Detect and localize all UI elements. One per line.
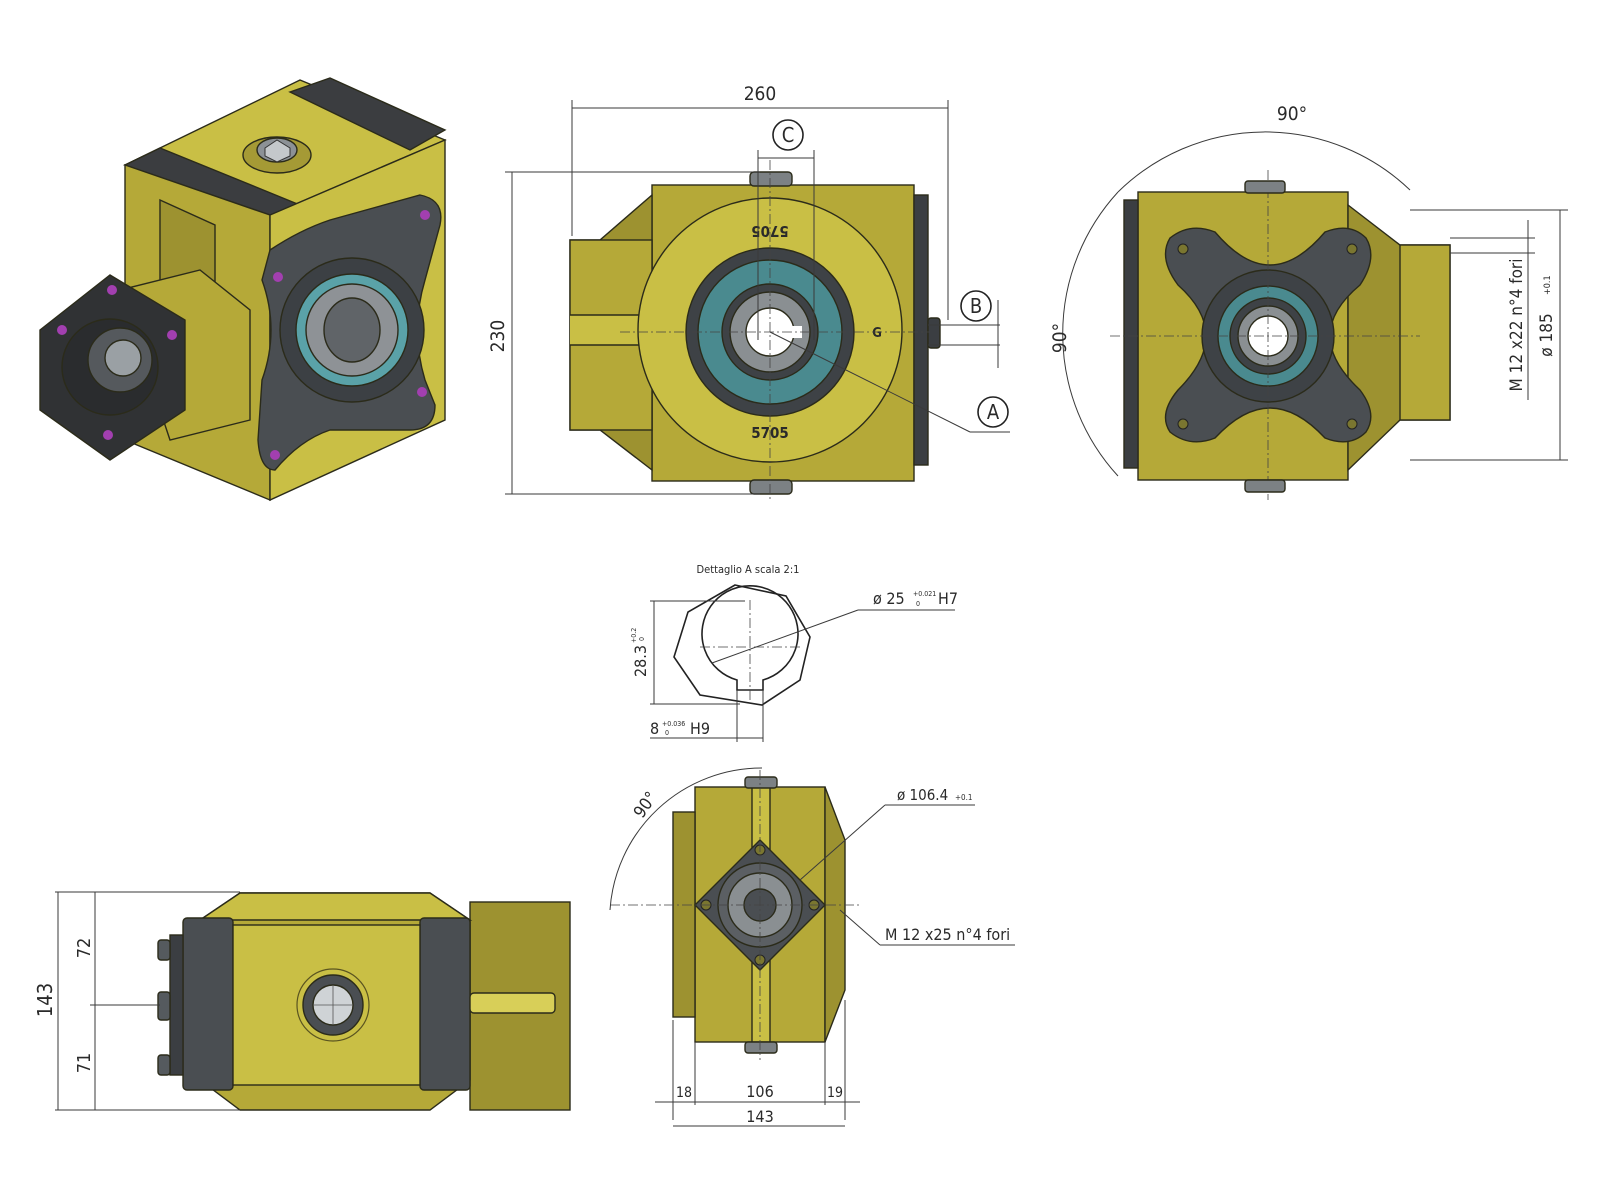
svg-text:+0.036: +0.036 <box>662 720 685 728</box>
svg-text:+0.021: +0.021 <box>913 590 936 598</box>
dim-height: 230 <box>487 320 509 353</box>
dim-upper: 72 <box>74 938 95 959</box>
dim-width: 260 <box>744 83 777 105</box>
callout-b: B <box>970 294 982 318</box>
bore-dim: ø 25 +0.021 0 H7 <box>873 589 958 608</box>
detail-a: Dettaglio A scala 2:1 ø 25 +0.021 0 H7 2… <box>630 563 958 742</box>
svg-text:28.3: 28.3 <box>631 645 650 677</box>
marking-side: G <box>872 326 882 341</box>
dim-total-side: 143 <box>746 1107 773 1126</box>
svg-text:0: 0 <box>665 729 669 737</box>
dim-left: 18 <box>676 1085 692 1101</box>
diameter-tol-right: +0.1 <box>1543 275 1553 295</box>
dim-total-top: 143 <box>33 983 57 1017</box>
top-view: 143 72 71 <box>33 891 571 1111</box>
svg-text:H9: H9 <box>690 719 710 738</box>
dim-mid: 106 <box>746 1082 773 1101</box>
side-view: 90° ø 106.4 +0.1 M 12 x25 n°4 fori 18 10… <box>609 767 1015 1127</box>
angle-side: 90° <box>630 788 662 822</box>
key-dim: 8 +0.036 0 H9 <box>650 719 710 738</box>
front-view: 5705 5705 G 260 230 C B A <box>487 83 1010 500</box>
svg-text:8: 8 <box>650 719 659 738</box>
thread-label-right: M 12 x22 n°4 fori <box>1507 259 1527 392</box>
isometric-view <box>39 77 447 502</box>
height-dim: 28.3 +0.2 0 <box>630 628 650 677</box>
diameter-tol-side: +0.1 <box>955 793 972 802</box>
svg-text:+0.2: +0.2 <box>630 628 638 643</box>
detail-title: Dettaglio A scala 2:1 <box>697 563 800 576</box>
svg-text:H7: H7 <box>938 589 958 608</box>
dim-right: 19 <box>827 1085 843 1101</box>
svg-text:0: 0 <box>916 600 920 608</box>
svg-text:ø 25: ø 25 <box>873 589 905 608</box>
thread-label-side: M 12 x25 n°4 fori <box>885 925 1010 944</box>
diameter-label-right: ø 185 <box>1537 313 1557 356</box>
callout-c: C <box>782 123 795 147</box>
angle-left: 90° <box>1049 323 1071 353</box>
right-view: 90° 90° M 12 x22 n°4 fori ø 185 +0.1 <box>1049 103 1568 500</box>
diameter-label-side: ø 106.4 <box>897 786 948 804</box>
callout-a: A <box>987 400 1000 424</box>
svg-text:0: 0 <box>638 637 646 641</box>
dim-lower: 71 <box>74 1053 95 1074</box>
marking-top: 5705 <box>751 222 789 240</box>
angle-top: 90° <box>1277 103 1307 125</box>
